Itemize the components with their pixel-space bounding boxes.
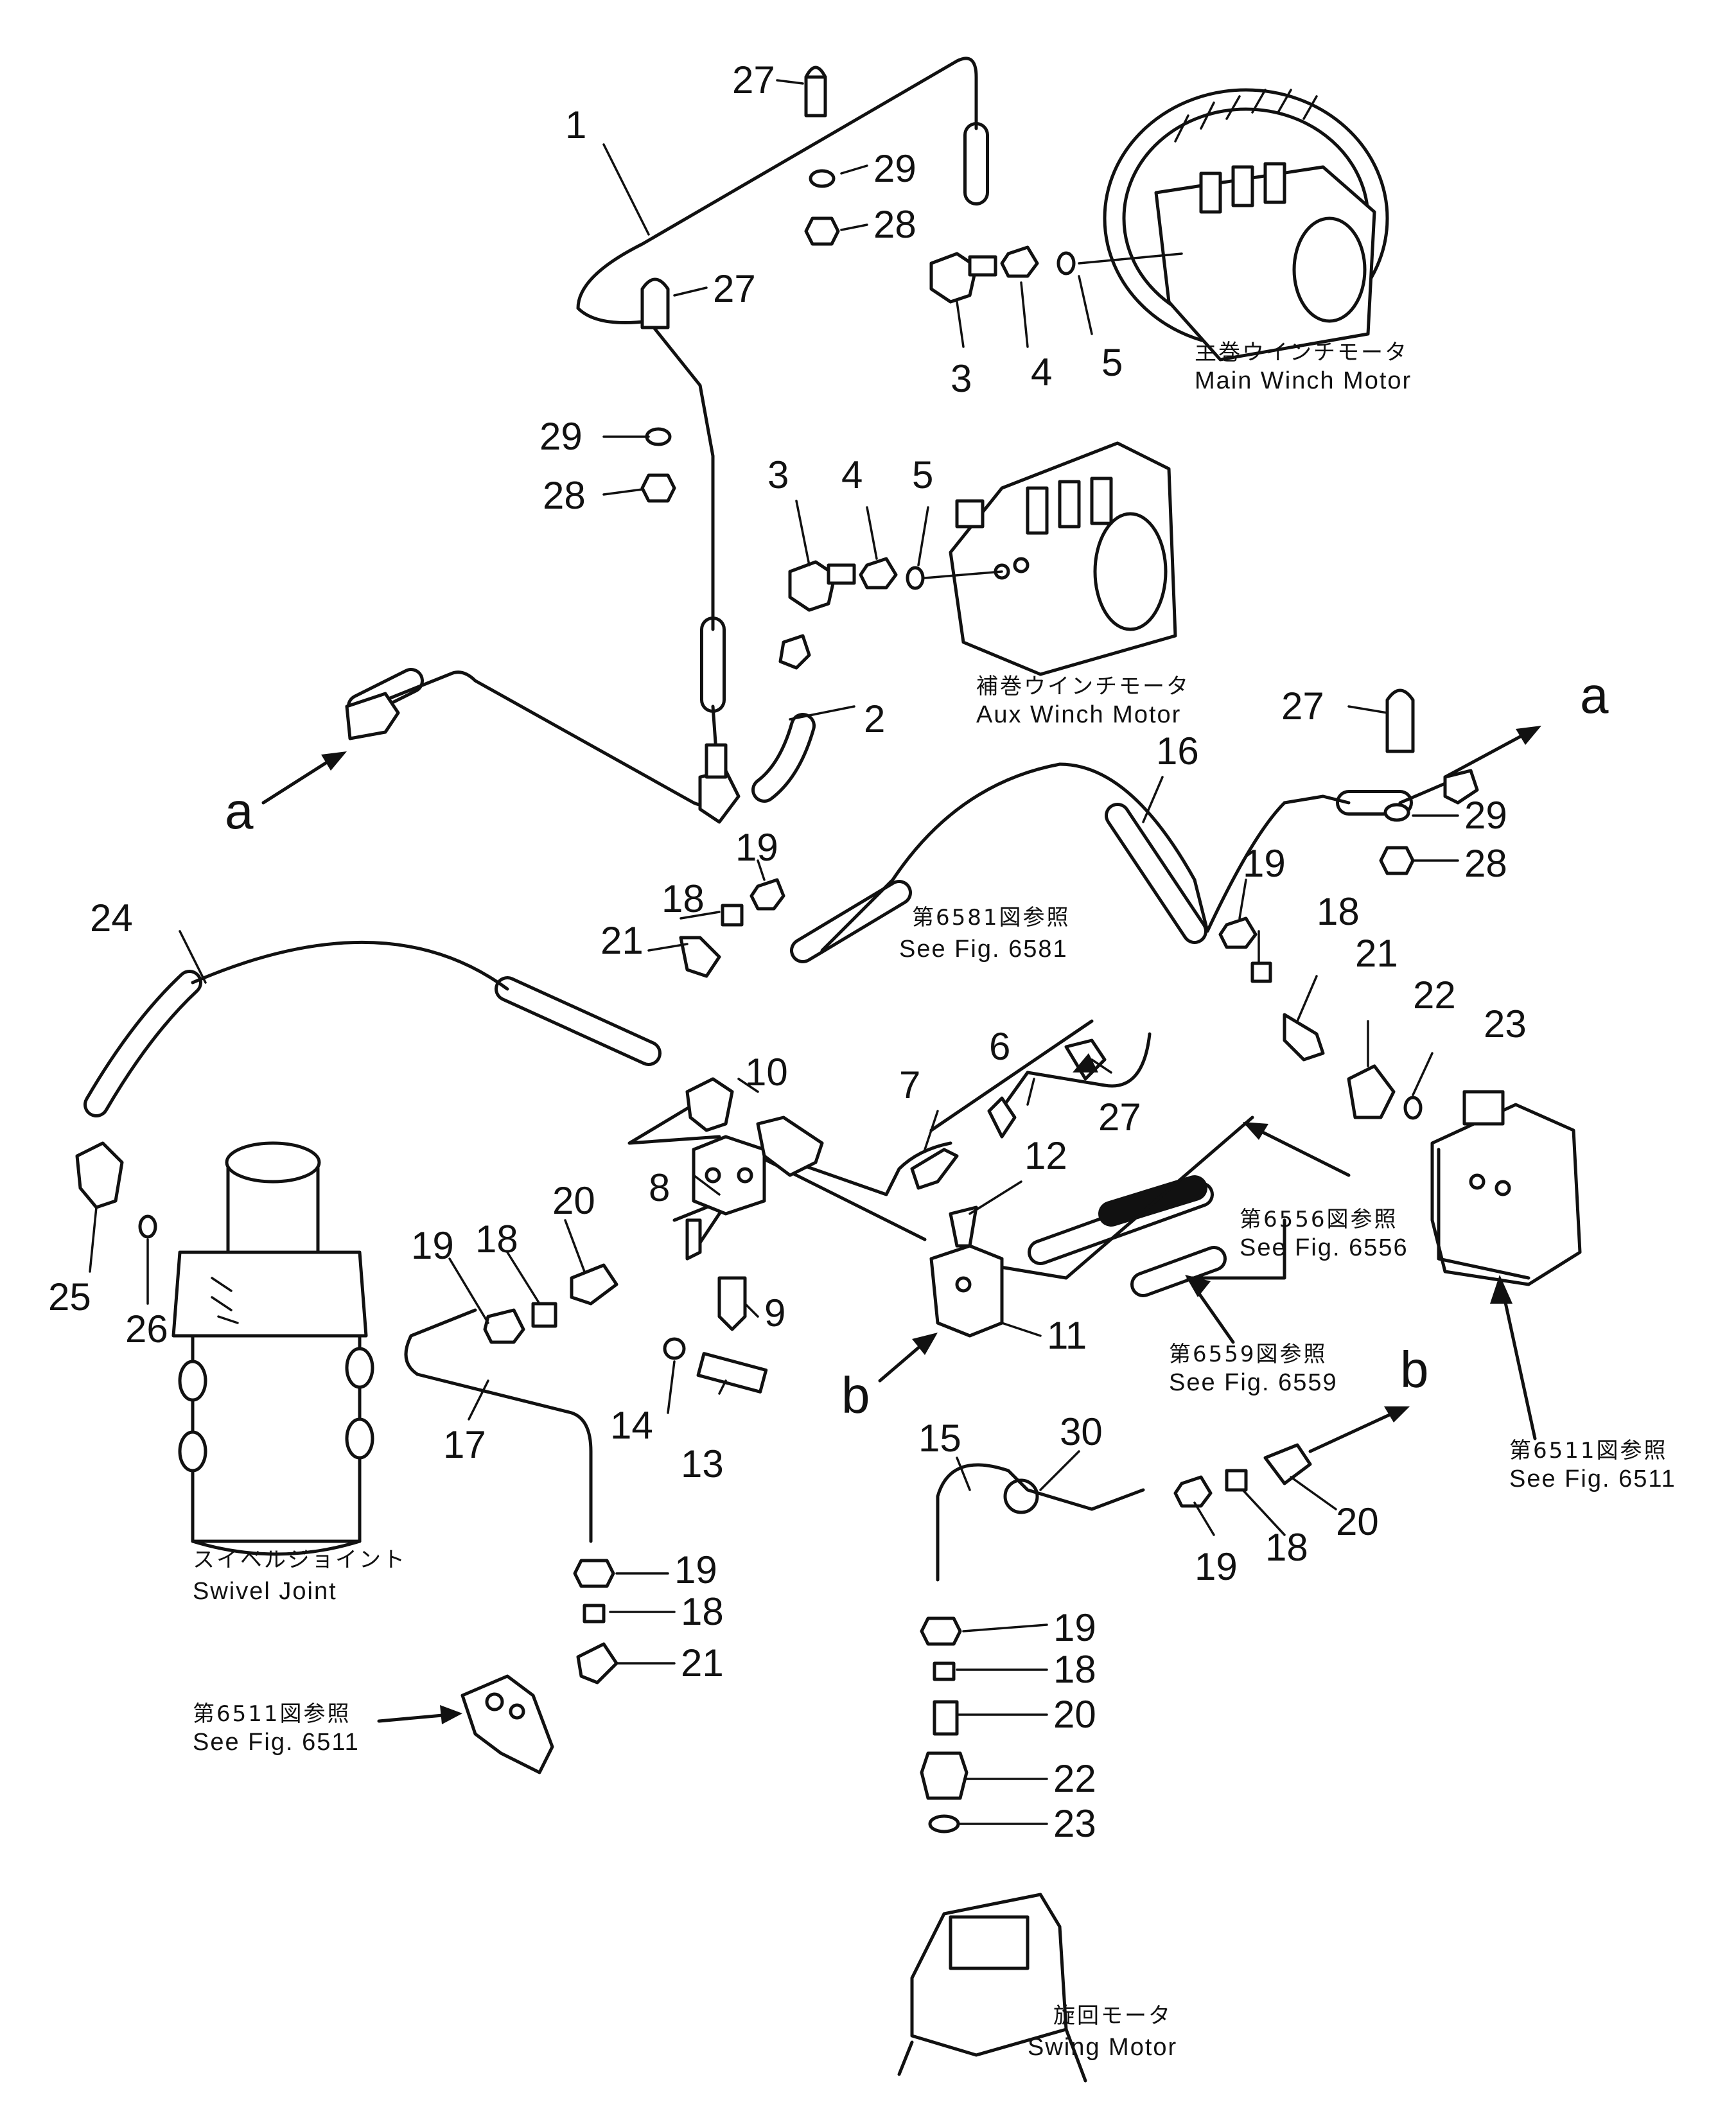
label-4-top: 4 [1031,351,1052,394]
label-14: 14 [610,1404,653,1447]
label-5-mid: 5 [912,453,933,496]
label-23-swing: 23 [1053,1802,1096,1845]
swivel-joint-en: Swivel Joint [193,1578,337,1605]
swing-motor [897,1893,1087,2083]
label-21-bottom: 21 [681,1641,724,1685]
connector-arrows [261,726,1541,1724]
swivel-joint-jp: スイベルジョイント [193,1547,407,1573]
label-29-right: 29 [1464,794,1507,837]
ref-6581-jp: 第6581図参照 [912,905,1071,931]
label-18-bottom: 18 [681,1590,724,1633]
label-4-mid: 4 [841,453,863,496]
label-8: 8 [649,1166,670,1209]
label-29-top: 29 [873,147,916,190]
label-3-top: 3 [951,357,972,400]
label-18-upper: 18 [662,877,705,920]
label-20-swing: 20 [1053,1693,1096,1736]
ref-6556-jp: 第6556図参照 [1240,1207,1398,1232]
label-18-left: 18 [475,1218,518,1261]
swing-motor-jp: 旋回モータ [1053,2003,1172,2029]
label-22-swing: 22 [1053,1757,1096,1800]
label-29-left: 29 [539,415,583,458]
label-28-top: 28 [873,203,916,246]
aux-winch-motor-jp: 補巻ウインチモータ [976,674,1190,699]
ref-6559-jp: 第6559図参照 [1169,1342,1328,1367]
label-20-bright: 20 [1336,1500,1379,1543]
ref-6511-right-en: See Fig. 6511 [1509,1466,1676,1492]
fittings [75,66,1479,1833]
connector-b-left: b [841,1367,870,1424]
label-27-lower: 27 [1098,1096,1141,1139]
label-19-bottom: 19 [674,1548,717,1591]
label-9: 9 [764,1291,785,1335]
label-13: 13 [681,1442,724,1485]
main-winch-motor-en: Main Winch Motor [1195,367,1412,394]
label-19-right2: 19 [1243,842,1286,885]
label-18-bright: 18 [1265,1526,1308,1569]
component-captions: 主巻ウインチモータ Main Winch Motor 補巻ウインチモータ Aux… [193,340,1412,2061]
label-20-left: 20 [552,1179,595,1222]
label-19-left: 19 [411,1224,454,1267]
label-19-bright: 19 [1195,1545,1238,1588]
label-16: 16 [1156,730,1199,773]
figure-references: 第6581図参照 See Fig. 6581 第6556図参照 See Fig.… [193,905,1676,1756]
label-10: 10 [745,1051,788,1094]
label-21-right2: 21 [1355,932,1398,975]
label-17: 17 [443,1423,486,1466]
label-5-top: 5 [1101,341,1123,384]
label-19-upper: 19 [735,826,778,869]
label-28-right: 28 [1464,842,1507,885]
ref-6581-en: See Fig. 6581 [899,936,1068,963]
leader-lines [89,79,1459,1825]
part-number-labels: 1 27 29 28 27 3 4 5 29 28 3 4 5 2 a a 27… [48,58,1609,1845]
label-21-upper: 21 [601,919,644,962]
ref-6511-left-jp: 第6511図参照 [193,1701,351,1727]
connector-b-right: b [1400,1341,1429,1398]
connector-a-right: a [1580,667,1609,724]
label-27-mid: 27 [713,267,756,310]
label-27-right: 27 [1281,685,1324,728]
label-30: 30 [1060,1410,1103,1453]
aux-winch-motor [949,441,1177,676]
valve-bracket-6511-left [460,1674,554,1774]
swing-motor-en: Swing Motor [1028,2034,1177,2061]
label-11: 11 [1047,1314,1087,1357]
label-7: 7 [899,1063,920,1107]
label-18-right2: 18 [1317,890,1360,933]
ref-6511-right-jp: 第6511図参照 [1509,1438,1668,1464]
swivel-joint [171,1141,374,1556]
label-6: 6 [989,1025,1010,1068]
ref-6556-en: See Fig. 6556 [1240,1234,1408,1261]
label-18-swing: 18 [1053,1648,1096,1691]
label-19-swing: 19 [1053,1606,1096,1649]
label-15: 15 [918,1417,961,1460]
label-23-right2: 23 [1484,1002,1527,1046]
ref-6559-en: See Fig. 6559 [1169,1369,1338,1396]
label-3-mid: 3 [767,453,789,496]
label-25: 25 [48,1275,91,1318]
label-27-top: 27 [732,58,775,101]
label-12: 12 [1024,1134,1067,1177]
label-28-left: 28 [543,474,586,517]
label-26: 26 [125,1308,168,1351]
label-22-right2: 22 [1413,974,1456,1017]
main-winch-motor [1103,88,1389,362]
connector-a-left: a [225,782,254,839]
label-1: 1 [565,103,586,146]
main-winch-motor-jp: 主巻ウインチモータ [1195,340,1408,365]
label-2: 2 [864,697,885,740]
control-valve-6511-right [1430,1090,1582,1286]
ref-6511-left-en: See Fig. 6511 [193,1729,360,1756]
aux-winch-motor-en: Aux Winch Motor [976,701,1181,728]
label-24: 24 [90,897,133,940]
